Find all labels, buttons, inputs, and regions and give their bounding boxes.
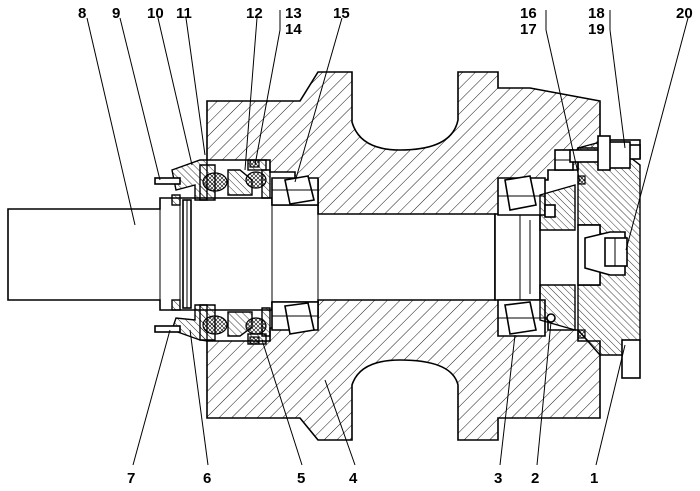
- callout-2: 2: [531, 470, 539, 487]
- callout-4: 4: [349, 470, 358, 487]
- callout-5: 5: [297, 470, 305, 487]
- callout-19: 19: [588, 21, 605, 38]
- callout-6: 6: [203, 470, 211, 487]
- callout-9: 9: [112, 5, 120, 22]
- callout-7: 7: [127, 470, 135, 487]
- leader-lines: [86, 10, 689, 466]
- callout-10: 10: [147, 5, 164, 22]
- callout-20: 20: [676, 5, 693, 22]
- callout-13: 13: [285, 5, 302, 22]
- callout-1: 1: [590, 470, 598, 487]
- callout-15: 15: [333, 5, 350, 22]
- callout-17: 17: [520, 21, 537, 38]
- shaft: [7, 197, 496, 311]
- callout-12: 12: [246, 5, 263, 22]
- callout-11: 11: [176, 5, 192, 22]
- callout-18: 18: [588, 5, 605, 22]
- callout-8: 8: [78, 5, 86, 22]
- callout-14: 14: [285, 21, 302, 38]
- callout-3: 3: [494, 470, 502, 487]
- callout-16: 16: [520, 5, 537, 22]
